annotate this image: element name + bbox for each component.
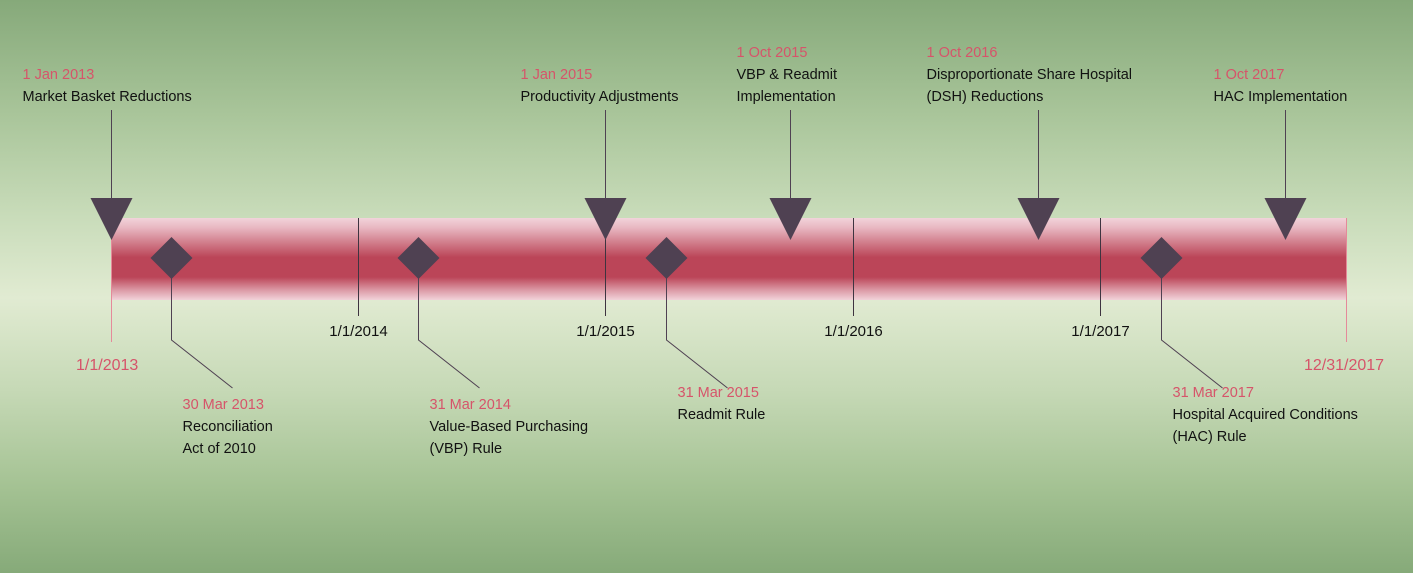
end-date-label: 12/31/2017	[1304, 357, 1385, 374]
diamond-marker	[397, 237, 440, 279]
year-tick-label: 1/1/2016	[824, 323, 883, 340]
milestone-leader-line	[666, 258, 728, 389]
milestone-description: (VBP) Rule	[429, 441, 503, 457]
milestone-date: 31 Mar 2014	[429, 397, 511, 413]
milestone-description: HAC Implementation	[1213, 89, 1348, 105]
milestone-description: VBP & Readmit	[736, 67, 837, 83]
milestone-description: Act of 2010	[182, 441, 256, 457]
diamond-marker	[645, 237, 688, 279]
triangle-marker	[1264, 198, 1307, 240]
milestone-date: 1 Jan 2015	[520, 67, 593, 83]
milestone-description: Implementation	[736, 89, 836, 105]
milestone-date: 1 Oct 2016	[926, 45, 998, 61]
milestone-date: 1 Oct 2017	[1213, 67, 1285, 83]
milestone-date: 1 Jan 2013	[22, 67, 95, 83]
year-tick-label: 1/1/2015	[576, 323, 635, 340]
triangle-marker	[90, 198, 133, 240]
milestone-description: Reconciliation	[182, 419, 273, 435]
milestone-description: (DSH) Reductions	[926, 89, 1044, 105]
milestone-date: 30 Mar 2013	[182, 397, 264, 413]
milestone-leader-line	[418, 258, 480, 389]
start-date-label: 1/1/2013	[76, 357, 139, 374]
milestone-leader-line	[1161, 258, 1223, 389]
diamond-marker	[1140, 237, 1183, 279]
milestone-description: (HAC) Rule	[1172, 429, 1247, 445]
triangle-marker	[769, 198, 812, 240]
diamond-marker	[150, 237, 193, 279]
milestone-description: Market Basket Reductions	[22, 89, 192, 105]
triangle-marker	[584, 198, 627, 240]
milestone-date: 31 Mar 2015	[677, 385, 759, 401]
triangle-marker	[1017, 198, 1060, 240]
milestone-date: 1 Oct 2015	[736, 45, 808, 61]
milestone-description: Hospital Acquired Conditions	[1172, 407, 1358, 423]
timeline-bar	[111, 218, 1347, 300]
milestone-description: Disproportionate Share Hospital	[926, 67, 1133, 83]
milestone-date: 31 Mar 2017	[1172, 385, 1254, 401]
year-tick-label: 1/1/2014	[329, 323, 388, 340]
year-tick-label: 1/1/2017	[1071, 323, 1130, 340]
milestone-description: Productivity Adjustments	[520, 89, 679, 105]
milestone-leader-line	[171, 258, 233, 389]
milestone-description: Readmit Rule	[677, 407, 766, 423]
milestone-description: Value-Based Purchasing	[429, 419, 589, 435]
